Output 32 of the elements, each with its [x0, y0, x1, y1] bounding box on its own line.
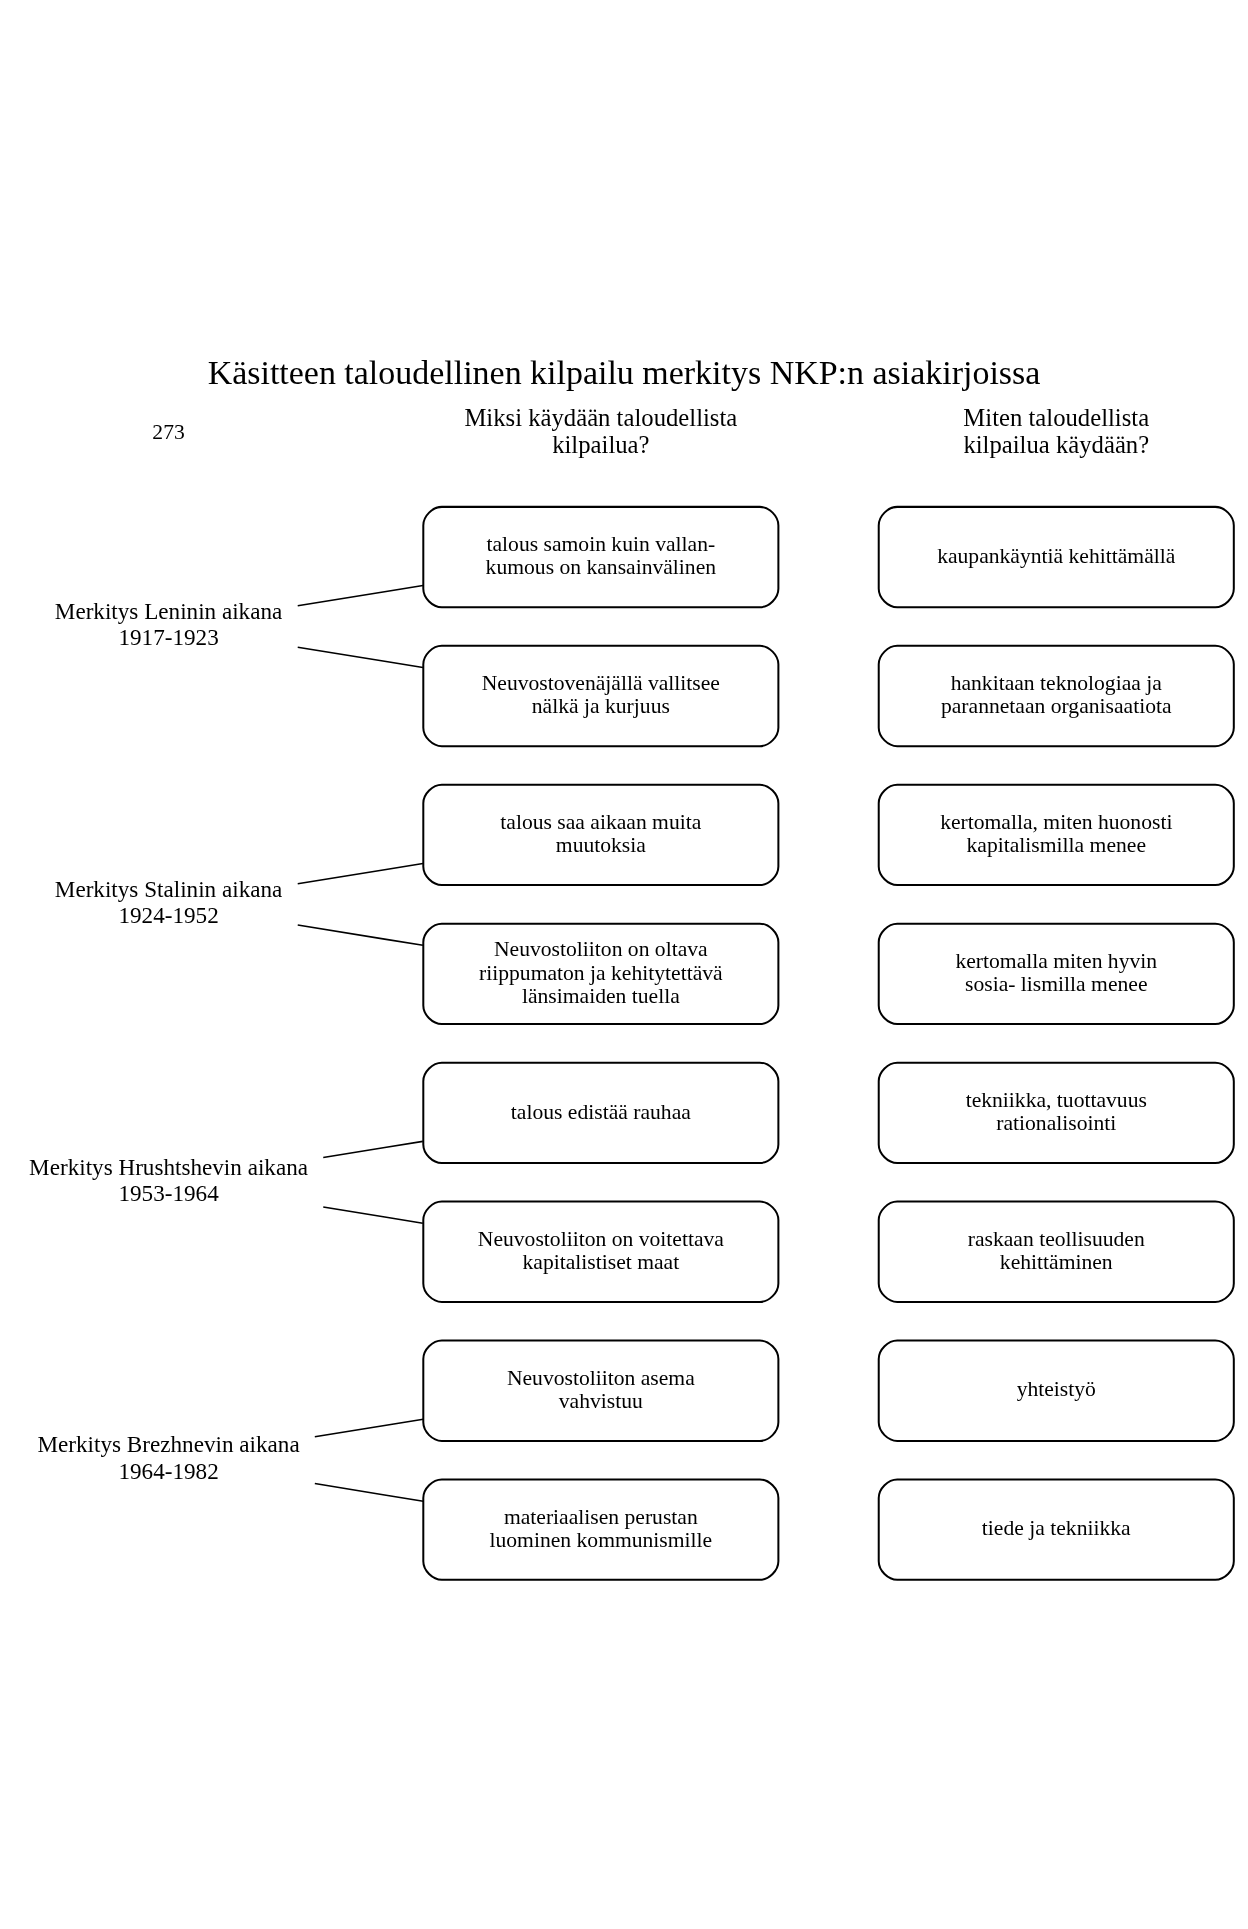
node-text: Merkitys Stalinin aikana 1924-1952	[54, 875, 283, 928]
connector	[314, 1482, 424, 1502]
connector	[296, 584, 424, 607]
connector	[314, 1417, 424, 1438]
diagram-title: Käsitteen taloudellinen kilpailu merkitys NKP:n asiakirjoissa	[207, 353, 1041, 391]
node-box: kertomalla miten hyvin sosia- lismilla menee	[877, 922, 1235, 1025]
node-box: kertomalla, miten huonosti kapitalismilla menee	[877, 783, 1235, 886]
node-box: Neuvostoliiton asema vahvistuu	[422, 1339, 780, 1442]
connector	[296, 923, 424, 946]
label: Miten taloudellista kilpailua käydään?	[963, 403, 1150, 458]
label: 273	[152, 419, 185, 444]
connector	[322, 1205, 424, 1224]
node-box: talous saa aikaan muita muutoksia	[422, 783, 780, 886]
node-box: Neuvostoliiton on oltava riippumaton ja kehitytettävä länsimaiden tuella	[422, 922, 780, 1025]
node-box: talous samoin kuin vallan- kumous on kansainvälinen	[422, 505, 780, 608]
node-box: Neuvostovenäjällä vallitsee nälkä ja kurjuus	[422, 644, 780, 747]
node-text: Merkitys Brezhnevin aikana 1964-1982	[37, 1430, 300, 1484]
node-text: Merkitys Hrushtshevin aikana 1953-1964	[29, 1153, 309, 1206]
node-box: materiaalisen perustan luominen kommunismille	[422, 1477, 780, 1581]
connector	[322, 1140, 424, 1158]
node-box: tekniikka, tuottavuus rationalisointi	[877, 1061, 1235, 1164]
connector	[296, 645, 424, 668]
node-box: Neuvostoliiton on voitettava kapitalistiset maat	[422, 1200, 780, 1303]
node-box: raskaan teollisuuden kehittäminen	[877, 1200, 1235, 1303]
node-text: Merkitys Leninin aikana 1917-1923	[54, 597, 283, 650]
connector	[296, 862, 424, 884]
label: Miksi käydään taloudellista kilpailua?	[464, 403, 738, 458]
node-box: talous edistää rauhaa	[422, 1061, 780, 1164]
node-box: hankitaan teknologiaa ja parannetaan organisaatiota	[877, 644, 1235, 747]
node-box: tiede ja tekniikka	[877, 1477, 1235, 1581]
node-box: kaupankäyntiä kehittämällä	[877, 505, 1235, 608]
node-box: yhteistyö	[877, 1339, 1235, 1442]
